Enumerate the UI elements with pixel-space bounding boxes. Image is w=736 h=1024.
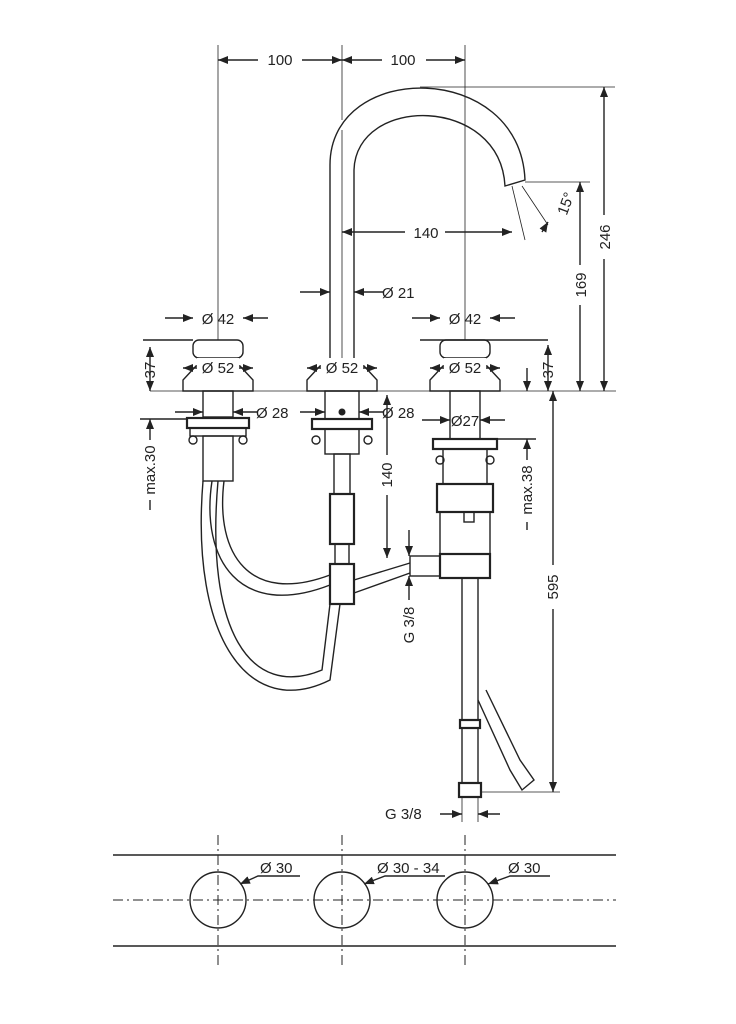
spacing-left-label: 100 <box>267 52 292 69</box>
side-thread-label: G 3/8 <box>401 607 418 644</box>
right-handle: 37 Ø 42 Ø 52 Ø27 max.38 595 G 3/8 G 3/8 <box>385 311 563 823</box>
total-height-label: 246 <box>597 224 614 249</box>
hose-depth-label: 140 <box>379 462 396 487</box>
spout-angle-label: 15° <box>554 190 578 217</box>
left-shank-diameter-label: Ø 28 <box>256 405 289 422</box>
deck-hole-right <box>436 871 494 929</box>
right-shank-diameter-label: Ø27 <box>451 413 479 430</box>
deck-hole-center-label: Ø 30 - 34 <box>377 860 440 877</box>
deck-hole-right-label: Ø 30 <box>508 860 541 877</box>
right-handle-height-label: 37 <box>540 362 557 379</box>
deck-plan: Ø 30 Ø 30 - 34 Ø 30 <box>113 835 616 968</box>
spout-diameter-label: Ø 21 <box>382 285 415 302</box>
bottom-thread-label: G 3/8 <box>385 806 422 823</box>
right-handle-top-diameter-label: Ø 42 <box>449 311 482 328</box>
max-right-label: max.38 <box>519 465 536 514</box>
spout-base-diameter-label: Ø 52 <box>326 360 359 377</box>
hoses <box>200 480 411 691</box>
left-handle: 37 Ø 42 Ø 52 Ø 28 max.30 <box>140 311 289 510</box>
height-dimensions: 246 169 <box>570 87 614 391</box>
spout-base: Ø 52 Ø 28 140 <box>300 358 415 606</box>
deck-hole-left-label: Ø 30 <box>260 860 293 877</box>
spout-reach-label: 140 <box>413 225 438 242</box>
overall-depth-label: 595 <box>545 574 562 599</box>
spacing-dimension: 100 100 <box>218 50 465 70</box>
left-handle-top-diameter-label: Ø 42 <box>202 311 235 328</box>
left-handle-height-label: 37 <box>142 362 159 379</box>
spout: 15° 140 Ø 21 <box>300 86 615 362</box>
spout-height-label: 169 <box>573 272 590 297</box>
deck-hole-left <box>189 871 247 929</box>
spacing-right-label: 100 <box>390 52 415 69</box>
deck-hole-center <box>313 871 371 929</box>
left-handle-base-diameter-label: Ø 52 <box>202 360 235 377</box>
right-handle-base-diameter-label: Ø 52 <box>449 360 482 377</box>
max-left-label: max.30 <box>142 445 159 494</box>
center-axes <box>150 45 616 392</box>
